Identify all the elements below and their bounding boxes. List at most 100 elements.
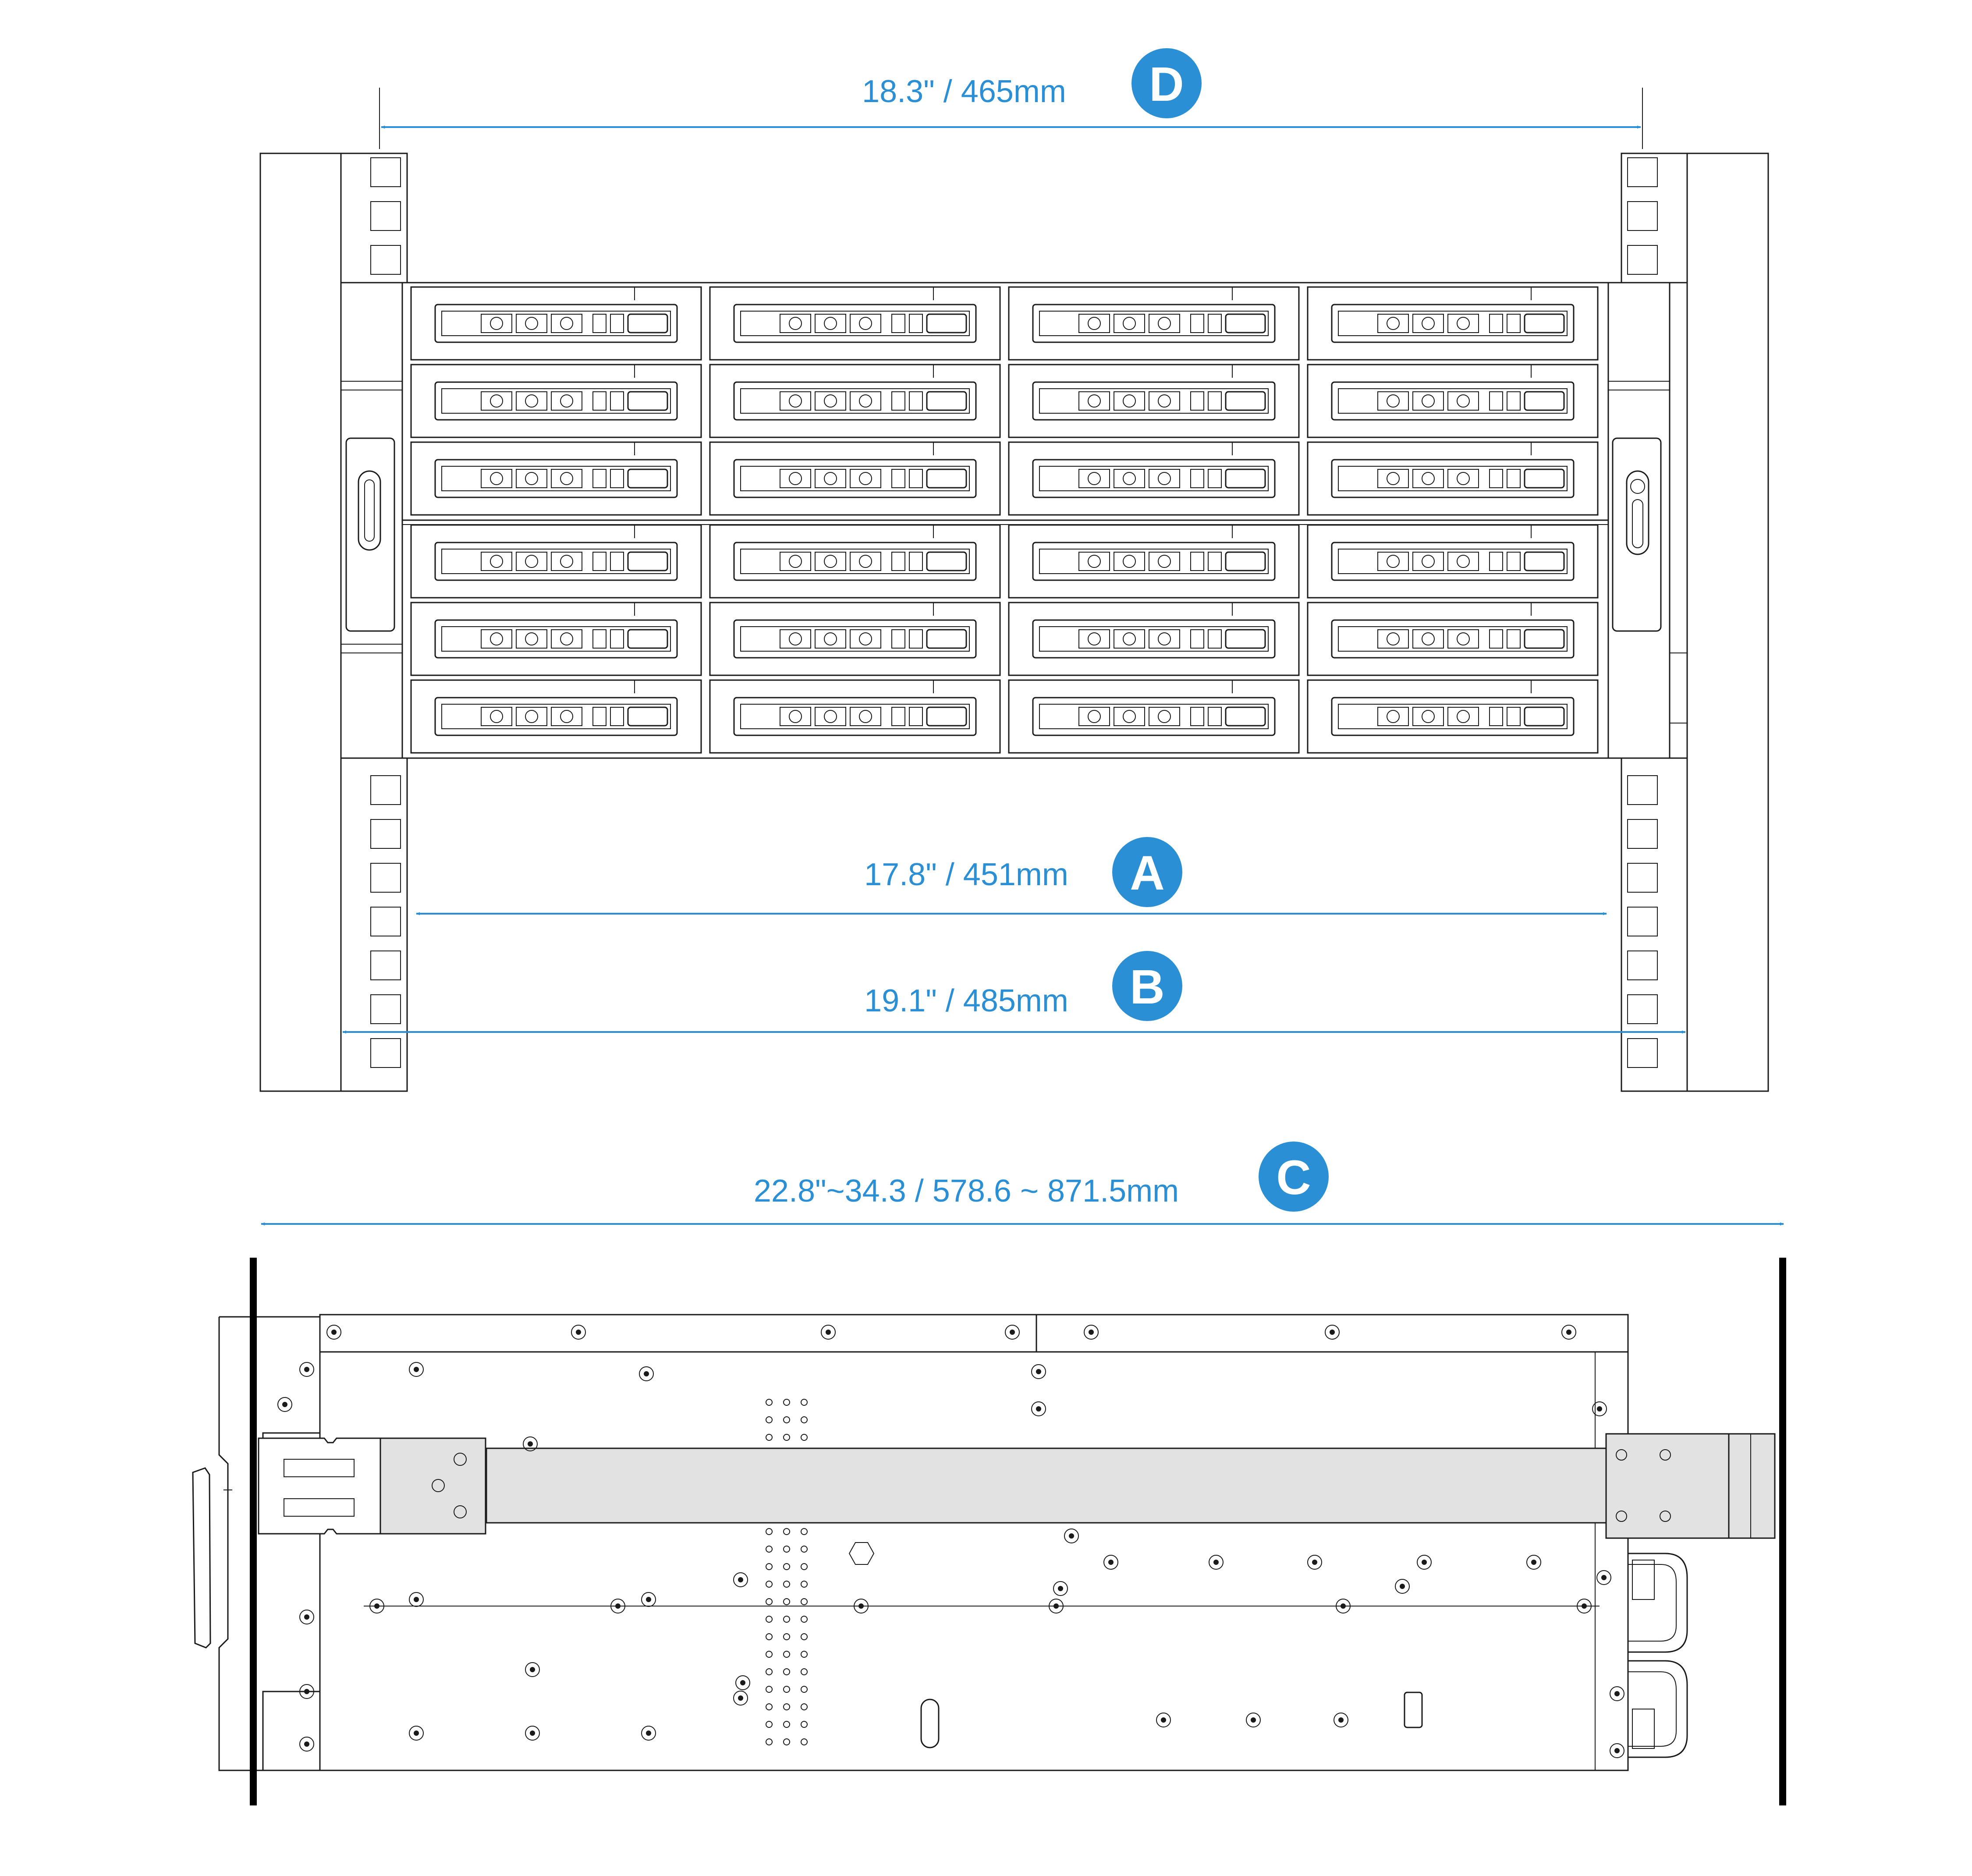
rack-hole: [1627, 950, 1658, 980]
vent-hole: [783, 1528, 790, 1535]
drive-bay[interactable]: [1307, 286, 1599, 361]
vent-hole: [783, 1738, 790, 1745]
drive-latch[interactable]: [926, 551, 967, 571]
screw: [1053, 1581, 1068, 1596]
drive-bay[interactable]: [1008, 679, 1300, 754]
screw: [1031, 1364, 1046, 1379]
drive-bay[interactable]: [410, 364, 702, 438]
rack-hole: [1627, 201, 1658, 231]
vent-hole: [766, 1651, 773, 1658]
drive-bay[interactable]: [1008, 364, 1300, 438]
rack-hole: [370, 157, 401, 187]
vent-hole: [801, 1581, 808, 1588]
drive-bay[interactable]: [1307, 364, 1599, 438]
drive-bay[interactable]: [1307, 602, 1599, 676]
drive-latch[interactable]: [1524, 706, 1565, 727]
drive-latch[interactable]: [926, 313, 967, 333]
drive-bay[interactable]: [1008, 286, 1300, 361]
drive-latch[interactable]: [926, 706, 967, 727]
dimension-a-badge-letter: A: [1130, 846, 1164, 900]
screw: [1156, 1713, 1171, 1727]
drive-latch[interactable]: [627, 551, 668, 571]
vent-hole: [801, 1721, 808, 1728]
drive-bay[interactable]: [410, 602, 702, 676]
rack-holes-right: [1627, 157, 1658, 1068]
screw: [299, 1684, 314, 1699]
drive-bay[interactable]: [1307, 441, 1599, 516]
vent-hole: [801, 1703, 808, 1710]
drive-bay[interactable]: [1008, 602, 1300, 676]
drive-bay[interactable]: [410, 441, 702, 516]
vent-hole: [766, 1434, 773, 1441]
screw: [610, 1599, 625, 1614]
drive-bay[interactable]: [709, 602, 1001, 676]
screw: [1325, 1325, 1340, 1340]
drive-bay[interactable]: [709, 524, 1001, 599]
drive-latch[interactable]: [1225, 706, 1266, 727]
rack-hole: [1627, 1038, 1658, 1068]
vent-hole: [783, 1616, 790, 1623]
drive-bay[interactable]: [1307, 679, 1599, 754]
screw: [299, 1362, 314, 1377]
psu-handle-bottom[interactable]: [1628, 1660, 1688, 1758]
drive-latch[interactable]: [627, 313, 668, 333]
drive-latch[interactable]: [1225, 629, 1266, 649]
drive-latch[interactable]: [1225, 313, 1266, 333]
drive-bay[interactable]: [709, 441, 1001, 516]
drive-bay[interactable]: [709, 364, 1001, 438]
drive-latch[interactable]: [1225, 468, 1266, 489]
drive-latch[interactable]: [627, 391, 668, 411]
chassis-side: [319, 1314, 1629, 1771]
screw: [1103, 1555, 1118, 1570]
screw: [409, 1726, 424, 1741]
psu-handle-top[interactable]: [1628, 1553, 1688, 1653]
drive-bay[interactable]: [709, 286, 1001, 361]
right-handle[interactable]: [1626, 470, 1649, 555]
screw: [409, 1592, 424, 1607]
rack-hole: [1627, 775, 1658, 805]
right-mounting-ear: [1607, 282, 1671, 759]
drive-latch[interactable]: [1524, 391, 1565, 411]
dimension-a-label: 17.8" / 451mm: [864, 857, 1068, 892]
drive-bay[interactable]: [410, 286, 702, 361]
side-slot-2: [1404, 1692, 1423, 1728]
drive-latch[interactable]: [1225, 551, 1266, 571]
vent-hole: [783, 1686, 790, 1693]
drive-bay[interactable]: [1008, 524, 1300, 599]
power-button-icon[interactable]: [1630, 479, 1645, 494]
vent-hole: [766, 1399, 773, 1406]
drive-latch[interactable]: [1524, 313, 1565, 333]
vent-hole: [783, 1651, 790, 1658]
rack-hole: [370, 863, 401, 893]
vent-hole: [801, 1738, 808, 1745]
screw: [1417, 1555, 1432, 1570]
vent-hole: [801, 1616, 808, 1623]
vent-hole: [766, 1633, 773, 1640]
screw: [523, 1436, 538, 1451]
side-slot-1: [920, 1699, 940, 1748]
screw: [409, 1362, 424, 1377]
drive-latch[interactable]: [1524, 629, 1565, 649]
drive-latch[interactable]: [627, 706, 668, 727]
vent-hole: [801, 1399, 808, 1406]
drive-latch[interactable]: [1225, 391, 1266, 411]
drive-bay[interactable]: [410, 524, 702, 599]
drive-latch[interactable]: [1524, 468, 1565, 489]
drive-bay[interactable]: [1307, 524, 1599, 599]
front-rail-bracket: [258, 1437, 381, 1535]
drive-latch[interactable]: [627, 468, 668, 489]
drive-bay[interactable]: [410, 679, 702, 754]
rack-hole: [1627, 863, 1658, 893]
front-latch[interactable]: [192, 1467, 211, 1649]
vent-hole: [766, 1738, 773, 1745]
drive-latch[interactable]: [926, 391, 967, 411]
drive-latch[interactable]: [926, 629, 967, 649]
drive-latch[interactable]: [926, 468, 967, 489]
drive-bay[interactable]: [709, 679, 1001, 754]
drive-latch[interactable]: [1524, 551, 1565, 571]
vent-hole: [801, 1651, 808, 1658]
left-handle[interactable]: [358, 470, 381, 551]
drive-bay[interactable]: [1008, 441, 1300, 516]
drive-latch[interactable]: [627, 629, 668, 649]
vent-hole: [783, 1563, 790, 1570]
